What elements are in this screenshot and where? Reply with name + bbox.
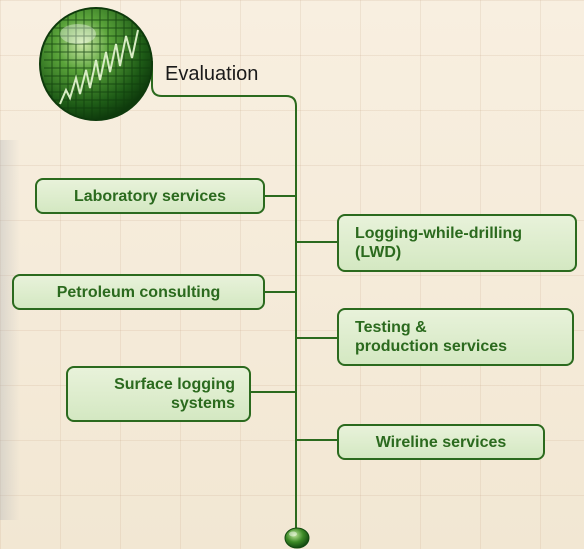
node-label: Laboratory services: [73, 187, 227, 205]
node-surface-logging-systems[interactable]: Surface logging systems: [66, 366, 251, 422]
node-wireline-services[interactable]: Wireline services: [337, 424, 545, 460]
diagram-title: Evaluation: [165, 63, 259, 85]
node-logging-while-drilling[interactable]: Logging-while-drilling (LWD): [337, 214, 577, 272]
node-petroleum-consulting[interactable]: Petroleum consulting: [12, 274, 265, 310]
background-panel: [0, 140, 20, 520]
node-testing-production-services[interactable]: Testing & production services: [337, 308, 574, 366]
green-globe-waveform-icon: [39, 7, 153, 121]
connector-lines: [147, 61, 339, 529]
node-label: Petroleum consulting: [56, 283, 221, 301]
trunk-line: [147, 61, 297, 529]
node-label: Testing & production services: [355, 319, 508, 355]
node-label: Logging-while-drilling (LWD): [355, 225, 523, 261]
node-label: Surface logging systems: [114, 376, 235, 412]
green-sphere-end-icon: [284, 527, 310, 549]
node-laboratory-services[interactable]: Laboratory services: [35, 178, 265, 214]
node-label: Wireline services: [375, 433, 507, 451]
